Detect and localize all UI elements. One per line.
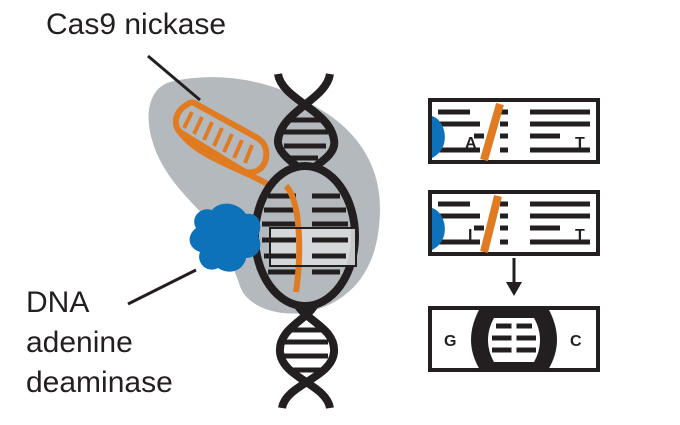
- panel-top-left-base: A: [465, 135, 477, 152]
- guide-rna-hairpin: [172, 99, 270, 176]
- cas9-leader-line: [147, 54, 201, 102]
- zoom-box: [269, 227, 357, 267]
- deaminase-leader-line: [127, 268, 197, 306]
- panel-middle: I T: [428, 190, 600, 256]
- panel-bottom-left-base: G: [444, 333, 456, 350]
- conversion-arrow: [506, 258, 522, 296]
- panel-top-right-base: T: [575, 135, 585, 152]
- deaminase-label-line2: adenine: [26, 326, 133, 359]
- panel-bottom: G C: [428, 306, 600, 372]
- dna-bubble: [251, 162, 359, 310]
- panel-middle-right-base: T: [575, 227, 585, 244]
- panel-middle-left-base: I: [468, 227, 472, 244]
- deaminase-protein-shape: [189, 203, 261, 272]
- panel-top: A T: [428, 98, 600, 164]
- panel-bottom-right-base: C: [570, 333, 582, 350]
- deaminase-label-line1: DNA: [26, 286, 89, 319]
- deaminase-label-line3: deaminase: [26, 366, 173, 399]
- cas9-label: Cas9 nickase: [46, 8, 226, 41]
